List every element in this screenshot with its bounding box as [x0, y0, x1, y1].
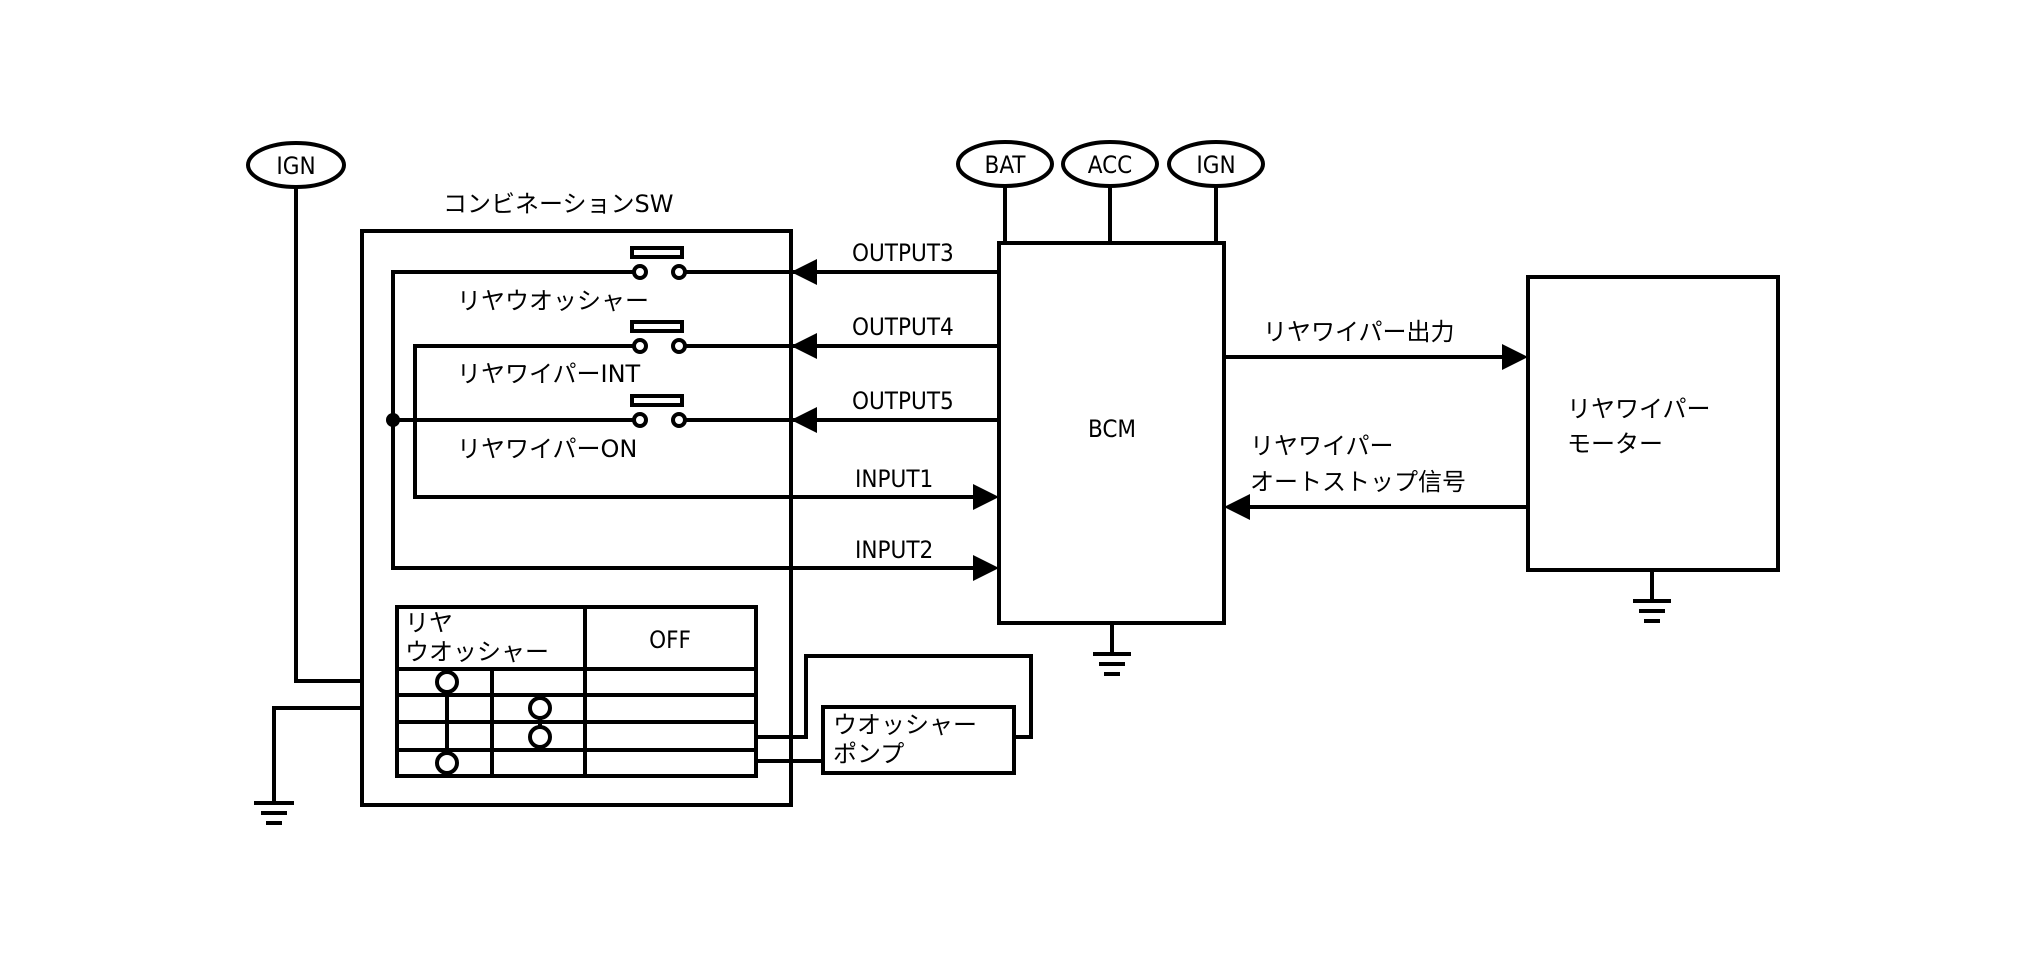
- switch-rear-washer: リヤウオッシャー: [457, 246, 687, 315]
- connection-circle: [528, 696, 552, 720]
- ground-icon-bcm: [1093, 652, 1131, 676]
- switch-plunger: [630, 246, 684, 259]
- output3-label: OUTPUT3: [852, 239, 954, 267]
- switch-contact: [671, 338, 687, 354]
- bcm-power-sources: BAT ACC IGN: [956, 140, 1265, 243]
- wiper-motor-box: [1526, 275, 1780, 572]
- wiper-output-label: リヤワイパー出力: [1263, 318, 1455, 346]
- arrow-right-icon: [973, 484, 999, 510]
- acc-label: ACC: [1088, 151, 1133, 179]
- switch-label: リヤウオッシャー: [457, 287, 649, 315]
- switch-plunger: [630, 394, 684, 407]
- autostop-signal: リヤワイパー オートストップ信号: [1224, 432, 1528, 520]
- switch-rear-wiper-on: リヤワイパーON: [457, 394, 687, 463]
- switch-contact: [632, 412, 648, 428]
- switch-contact: [632, 338, 648, 354]
- switch-plunger: [630, 320, 684, 333]
- table-frame: [395, 605, 758, 778]
- table-header-off: OFF: [649, 626, 691, 654]
- ground-icon-motor: [1633, 599, 1671, 623]
- washer-pump-box: [821, 705, 1016, 775]
- wiper-motor-label-line1: リヤワイパー: [1567, 395, 1711, 423]
- connection-circle: [435, 751, 459, 775]
- connection-circle: [435, 670, 459, 694]
- washer-pump-label-line1: ウオッシャー: [833, 711, 977, 739]
- table-header-line1: リヤ: [405, 609, 453, 637]
- ign-source-left: IGN: [246, 141, 346, 189]
- input1-label: INPUT1: [855, 465, 933, 493]
- arrow-left-icon: [1224, 494, 1250, 520]
- connection-circle: [528, 725, 552, 749]
- ign-label-left: IGN: [276, 152, 315, 180]
- bat-label: BAT: [985, 151, 1027, 179]
- arrow-left-icon: [791, 333, 817, 359]
- washer-switch-table: リヤ ウオッシャー OFF: [395, 605, 758, 778]
- output5-label: OUTPUT5: [852, 387, 954, 415]
- switch-rear-wiper-int: リヤワイパーINT: [457, 320, 687, 388]
- pump-loop-wire: [756, 654, 1033, 739]
- arrow-right-icon: [1502, 344, 1528, 370]
- autostop-label-line1: リヤワイパー: [1250, 432, 1394, 460]
- output5-signal: OUTPUT5: [685, 387, 999, 433]
- wiper-motor-label-line2: モーター: [1567, 430, 1663, 458]
- input2-signal: INPUT2: [791, 536, 999, 581]
- arrow-left-icon: [791, 259, 817, 285]
- input1-signal: INPUT1: [791, 465, 999, 510]
- combination-switch-title: コンビネーションSW: [443, 190, 673, 218]
- switch-contact: [671, 412, 687, 428]
- table-header-line2: ウオッシャー: [405, 638, 549, 666]
- washer-pump-label-line2: ポンプ: [833, 740, 904, 768]
- switch-label: リヤワイパーON: [457, 435, 637, 463]
- switch-contact: [632, 264, 648, 280]
- bcm-box: [997, 241, 1226, 625]
- arrow-left-icon: [791, 407, 817, 433]
- switch-label: リヤワイパーINT: [457, 360, 641, 388]
- switch-contact: [671, 264, 687, 280]
- junction-dot: [386, 413, 400, 427]
- wiper-output-signal: リヤワイパー出力: [1224, 318, 1528, 370]
- input2-label: INPUT2: [855, 536, 933, 564]
- output4-signal: OUTPUT4: [685, 313, 999, 359]
- bcm-label: BCM: [1088, 415, 1136, 443]
- ground-icon-left: [254, 801, 294, 825]
- arrow-right-icon: [973, 555, 999, 581]
- ground-wire-left: [272, 706, 397, 803]
- autostop-label-line2: オートストップ信号: [1250, 468, 1466, 496]
- output3-signal: OUTPUT3: [685, 239, 999, 285]
- output4-label: OUTPUT4: [852, 313, 954, 341]
- ign-label-bcm: IGN: [1196, 151, 1235, 179]
